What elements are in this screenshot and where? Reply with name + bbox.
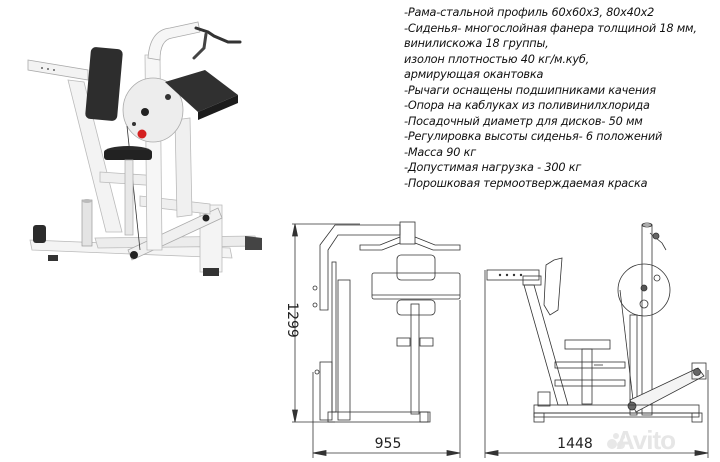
side-width-dimension-label: 1448 — [557, 436, 593, 452]
spec-line: винилискожа 18 группы, — [404, 37, 549, 50]
spec-line: -Опора на каблуках из поливинилхлорида — [404, 99, 650, 112]
front-view-drawing: 1299 955 — [284, 221, 461, 458]
watermark-logo-icon — [607, 433, 625, 449]
height-dimension-label: 1299 — [284, 302, 300, 338]
spec-line: -Рама-стальной профиль 60х60х3, 80х40х2 — [404, 6, 655, 19]
spec-line: -Регулировка высоты сиденья- 6 положений — [404, 130, 663, 143]
spec-line: -Масса 90 кг — [404, 145, 477, 159]
front-width-dimension-label: 955 — [375, 436, 402, 452]
spec-line: -Допустимая нагрузка - 300 кг — [404, 161, 582, 174]
side-view-drawing: 1448 — [484, 222, 709, 458]
spec-line: -Рычаги оснащены подшипниками качения — [404, 83, 656, 97]
spec-list: -Рама-стальной профиль 60х60х3, 80х40х2 … — [404, 5, 720, 191]
spec-line: армирующая окантовка — [404, 68, 544, 81]
spec-line: -Сиденья- многослойная фанера толщиной 1… — [404, 21, 697, 35]
spec-line: -Порошковая термоотверждаемая краска — [404, 176, 648, 190]
spec-line: изолон плотностью 40 кг/м.куб, — [404, 52, 590, 66]
spec-line: -Посадочный диаметр для дисков- 50 мм — [404, 114, 643, 128]
watermark-text: Avito — [616, 425, 676, 455]
product-render — [27, 21, 262, 276]
